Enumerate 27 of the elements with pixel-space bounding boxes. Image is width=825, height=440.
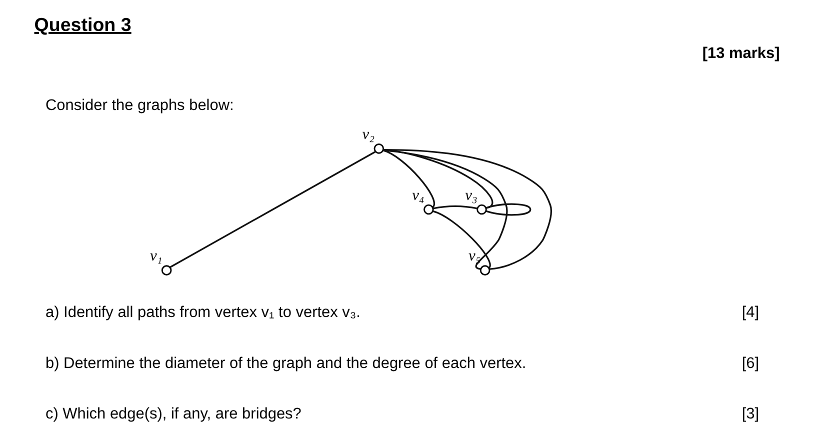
connector bbox=[433, 205, 478, 210]
label: a) Identify all paths from vertex v₁ to vertex v₃. bbox=[45, 304, 360, 321]
node-circle bbox=[374, 144, 384, 154]
node-label: v₃ bbox=[465, 186, 478, 204]
node-circle bbox=[480, 265, 490, 276]
connector bbox=[383, 150, 508, 270]
connector bbox=[170, 150, 376, 268]
connector bbox=[383, 148, 552, 270]
node-label: v₄ bbox=[412, 186, 424, 204]
label: Consider the graphs below: bbox=[45, 97, 234, 114]
connector bbox=[432, 210, 491, 268]
connector bbox=[383, 149, 494, 209]
connector bbox=[486, 203, 532, 216]
connector bbox=[382, 150, 435, 208]
node-circle bbox=[424, 204, 434, 215]
label: b) Determine the diameter of the graph and the degree of each vertex. bbox=[45, 354, 526, 372]
label: [13 marks] bbox=[702, 45, 780, 62]
node-circle bbox=[161, 265, 172, 276]
node-label: v₁ bbox=[150, 248, 162, 265]
label: [6] bbox=[742, 354, 760, 372]
label: [4] bbox=[742, 304, 760, 321]
node-label: v₅ bbox=[468, 248, 481, 265]
diagram-title: Question 3 bbox=[34, 14, 132, 36]
node-circle bbox=[476, 204, 487, 215]
label: c) Which edge(s), if any, are bridges? bbox=[45, 406, 302, 423]
node-label: v₂ bbox=[362, 126, 375, 143]
label: [3] bbox=[742, 406, 760, 423]
